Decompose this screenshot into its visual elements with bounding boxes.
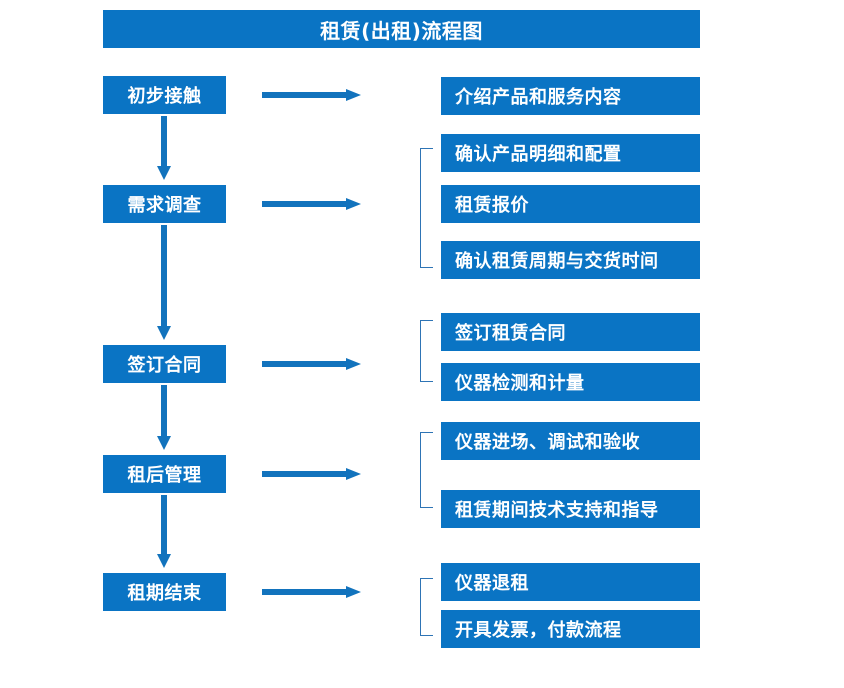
detail-box-1[interactable]: 介绍产品和服务内容 <box>441 77 700 115</box>
right-arrow-icon-4 <box>262 467 362 481</box>
right-arrow-icon-2 <box>262 197 362 211</box>
stage-box-2[interactable]: 需求调查 <box>103 185 226 223</box>
right-arrow-icon-3 <box>262 357 362 371</box>
down-arrow-icon-4 <box>156 495 172 570</box>
detail-box-6[interactable]: 仪器检测和计量 <box>441 363 700 401</box>
diagram-title: 租赁(出租)流程图 <box>103 10 700 48</box>
right-arrow-icon-5 <box>262 585 362 599</box>
stage-box-5[interactable]: 租期结束 <box>103 573 226 611</box>
down-arrow-icon-1 <box>156 116 172 182</box>
stage-box-4[interactable]: 租后管理 <box>103 455 226 493</box>
group-bracket-2 <box>420 148 433 268</box>
detail-box-4[interactable]: 确认租赁周期与交货时间 <box>441 241 700 279</box>
down-arrow-icon-3 <box>156 385 172 452</box>
group-bracket-5 <box>420 578 433 636</box>
detail-box-9[interactable]: 仪器退租 <box>441 563 700 601</box>
stage-box-1[interactable]: 初步接触 <box>103 76 226 114</box>
detail-box-7[interactable]: 仪器进场、调试和验收 <box>441 422 700 460</box>
right-arrow-icon-1 <box>262 88 362 102</box>
stage-box-3[interactable]: 签订合同 <box>103 345 226 383</box>
detail-box-8[interactable]: 租赁期间技术支持和指导 <box>441 490 700 528</box>
group-bracket-3 <box>420 320 433 382</box>
down-arrow-icon-2 <box>156 225 172 342</box>
detail-box-10[interactable]: 开具发票，付款流程 <box>441 610 700 648</box>
detail-box-2[interactable]: 确认产品明细和配置 <box>441 134 700 172</box>
detail-box-3[interactable]: 租赁报价 <box>441 185 700 223</box>
group-bracket-4 <box>420 432 433 508</box>
detail-box-5[interactable]: 签订租赁合同 <box>441 313 700 351</box>
